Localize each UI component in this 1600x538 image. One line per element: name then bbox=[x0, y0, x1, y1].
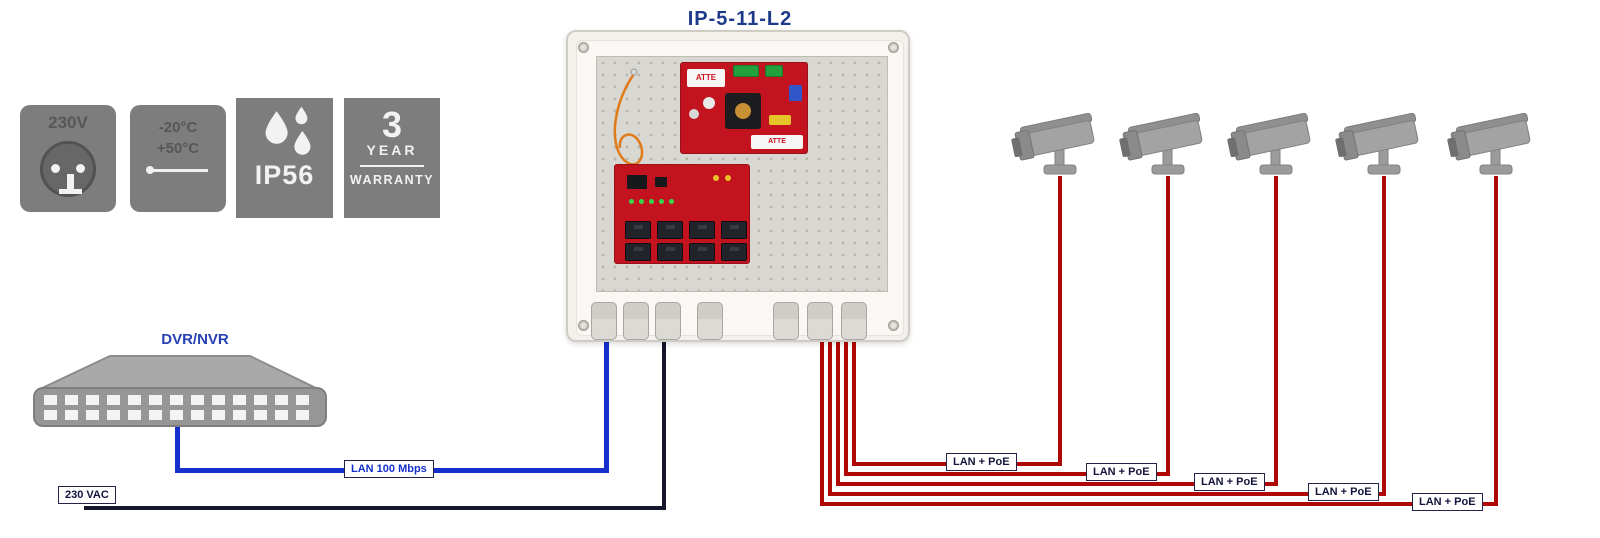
camera bbox=[1332, 102, 1432, 187]
led-row bbox=[629, 199, 674, 204]
corner-screw bbox=[578, 42, 589, 53]
rj45-port bbox=[657, 243, 683, 261]
power-cable-segment bbox=[662, 334, 666, 510]
badge-ip56: IP56 bbox=[236, 98, 333, 218]
cable-gland bbox=[773, 302, 799, 340]
badge-temperature: -20°C +50°C bbox=[130, 105, 226, 212]
water-drops-icon bbox=[265, 106, 310, 155]
ip56-label: IP56 bbox=[254, 160, 315, 190]
chip bbox=[627, 175, 647, 189]
camera-icon bbox=[1335, 112, 1419, 175]
camera-icon bbox=[1447, 112, 1531, 175]
poe-cable-segment bbox=[820, 502, 1498, 506]
poe-cable-segment bbox=[1494, 176, 1498, 506]
poe-cable-label: LAN + PoE bbox=[1308, 483, 1379, 501]
cable-gland bbox=[655, 302, 681, 340]
capacitor bbox=[703, 97, 715, 109]
camera bbox=[1444, 102, 1544, 187]
rj45-port bbox=[657, 221, 683, 239]
poe-switch-board bbox=[614, 164, 750, 264]
warranty-year-word: YEAR bbox=[366, 142, 418, 158]
badge-230v-label: 230V bbox=[48, 113, 88, 132]
cable-gland bbox=[697, 302, 723, 340]
corner-screw bbox=[578, 320, 589, 331]
rj45-port bbox=[625, 221, 651, 239]
badge-230v: 230V bbox=[20, 105, 116, 212]
lan-cable-segment bbox=[175, 424, 180, 473]
poe-cable-label: LAN + PoE bbox=[1194, 473, 1265, 491]
badge-warranty: 3 YEAR WARRANTY bbox=[344, 98, 440, 218]
poe-cable-label: LAN + PoE bbox=[1086, 463, 1157, 481]
warranty-label: WARRANTY bbox=[349, 173, 435, 187]
camera bbox=[1008, 102, 1108, 187]
rj45-port bbox=[625, 243, 651, 261]
capacitor bbox=[689, 109, 699, 119]
temperature-max-label: +50°C bbox=[156, 140, 200, 157]
poe-cable-segment bbox=[1382, 176, 1386, 496]
orange-wire-icon bbox=[613, 68, 644, 166]
power-cable-label: 230 VAC bbox=[58, 486, 116, 504]
power-cable-segment bbox=[84, 506, 666, 510]
corner-screw bbox=[888, 42, 899, 53]
poe-cable-segment bbox=[1166, 176, 1170, 476]
poe-cable-label: LAN + PoE bbox=[1412, 493, 1483, 511]
temperature-scale-icon bbox=[146, 166, 208, 174]
poe-cable-segment bbox=[836, 482, 1278, 486]
poe-cable-segment bbox=[828, 334, 832, 496]
camera-icon bbox=[1227, 112, 1311, 175]
poe-cable-segment bbox=[828, 492, 1386, 496]
terminal-block bbox=[765, 65, 783, 77]
warranty-divider bbox=[360, 165, 424, 167]
camera-icon bbox=[1011, 112, 1095, 175]
nvr-label: DVR/NVR bbox=[161, 331, 229, 348]
poe-cable-segment bbox=[852, 334, 856, 466]
led bbox=[713, 175, 719, 181]
rj45-port bbox=[689, 221, 715, 239]
rj45-port bbox=[689, 243, 715, 261]
rj45-port bbox=[721, 221, 747, 239]
cable-gland bbox=[591, 302, 617, 340]
capacitor bbox=[789, 85, 802, 101]
poe-cable-label: LAN + PoE bbox=[946, 453, 1017, 471]
poe-cable-segment bbox=[1058, 176, 1062, 466]
enclosure: ATTE ATTE bbox=[566, 30, 910, 342]
power-socket-icon bbox=[40, 141, 96, 197]
cable-gland bbox=[807, 302, 833, 340]
warranty-years: 3 bbox=[381, 104, 403, 145]
transformer bbox=[725, 93, 761, 129]
camera-icon bbox=[1119, 112, 1203, 175]
led bbox=[725, 175, 731, 181]
camera bbox=[1224, 102, 1324, 187]
poe-cable-segment bbox=[820, 334, 824, 506]
poe-cable-segment bbox=[844, 334, 848, 476]
camera bbox=[1116, 102, 1216, 187]
psu-info-label: ATTE bbox=[751, 135, 803, 149]
temperature-min-label: -20°C bbox=[158, 119, 198, 136]
terminal-block bbox=[733, 65, 759, 77]
inductor bbox=[769, 115, 791, 125]
psu-brand-label: ATTE bbox=[687, 69, 725, 87]
poe-cable-segment bbox=[844, 472, 1170, 476]
cable-gland bbox=[841, 302, 867, 340]
lan-cable-label: LAN 100 Mbps bbox=[344, 460, 434, 478]
cable-gland bbox=[623, 302, 649, 340]
nvr-switch-icon bbox=[33, 355, 327, 427]
corner-screw bbox=[888, 320, 899, 331]
chip bbox=[655, 177, 667, 187]
poe-cable-segment bbox=[836, 334, 840, 486]
lan-cable-segment bbox=[604, 334, 609, 473]
psu-board: ATTE ATTE bbox=[680, 62, 808, 154]
product-title: IP-5-11-L2 bbox=[687, 8, 793, 30]
poe-cable-segment bbox=[1274, 176, 1278, 486]
rj45-port bbox=[721, 243, 747, 261]
